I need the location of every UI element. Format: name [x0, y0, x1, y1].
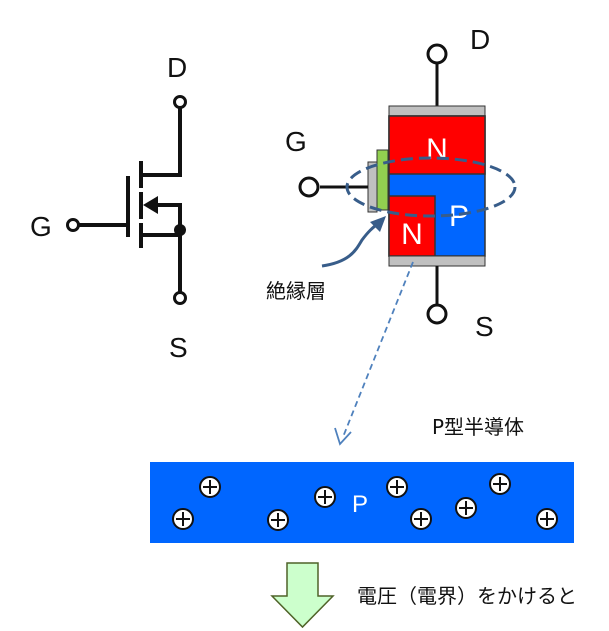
zoom-dashed-arrow [342, 261, 414, 438]
insulator-label: 絶縁層 [266, 279, 326, 303]
hole-icon [314, 486, 336, 508]
symbol-gate-label: G [30, 211, 52, 242]
hole-icon [199, 476, 221, 498]
symbol-gate-terminal [66, 218, 80, 232]
channel-highlight-ellipse [345, 156, 517, 218]
down-arrow-icon [270, 562, 335, 629]
device-gate-terminal [298, 176, 320, 198]
device-source-label: S [475, 311, 494, 342]
junction-dot [174, 224, 186, 236]
insulator-pointer-arrowhead-icon [370, 216, 386, 232]
hole-icon [172, 508, 194, 530]
zoom-arrowhead-icon [334, 427, 352, 446]
hole-icon [267, 509, 289, 531]
device-gate-label: G [285, 126, 307, 157]
n-region-top [388, 115, 486, 175]
device-drain-label: D [470, 24, 490, 55]
source-contact [388, 255, 486, 267]
device-drain-terminal [426, 43, 448, 65]
caption-text: 電圧（電界）をかけると [357, 584, 577, 608]
hole-icon [410, 508, 432, 530]
hole-icon [536, 508, 558, 530]
mosfet-symbol [76, 102, 182, 299]
gate-contact [367, 161, 378, 213]
body-arrow-icon [143, 196, 158, 214]
p-region-label: P [449, 200, 469, 233]
hole-icon [455, 497, 477, 519]
device-cross-section: D N N P S G 絶縁層 [266, 24, 517, 342]
symbol-drain-terminal [173, 95, 187, 109]
hole-group [172, 473, 558, 531]
insulator-pointer [321, 220, 381, 268]
insulator-layer [376, 149, 389, 211]
hole-icon [489, 473, 511, 495]
symbol-source-label: S [169, 332, 188, 363]
drain-contact [388, 105, 486, 117]
hole-icon [386, 476, 408, 498]
n-top-label: N [426, 133, 448, 166]
p-type-region-label: P [352, 491, 368, 518]
p-type-title: P型半導体 [432, 415, 524, 439]
n-bottom-label: N [401, 218, 423, 251]
symbol-source-terminal [173, 291, 187, 305]
device-source-terminal [426, 303, 448, 325]
symbol-drain-label: D [167, 52, 187, 83]
